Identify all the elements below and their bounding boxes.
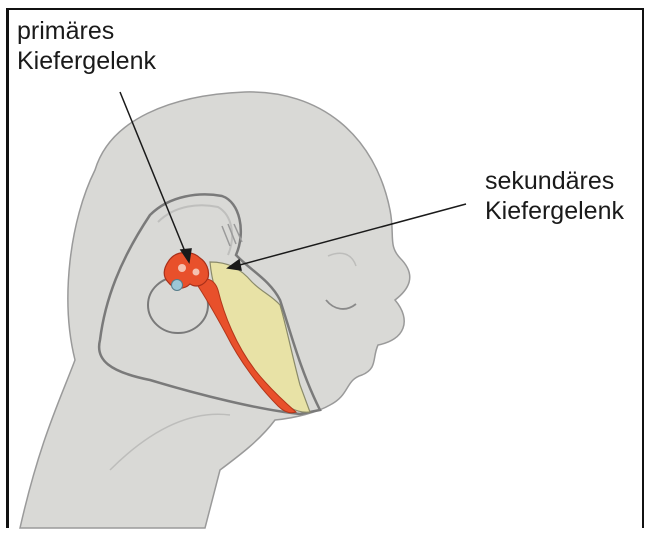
ossicle-hole-1 <box>178 264 186 272</box>
label-primary-line2: Kiefergelenk <box>17 47 156 75</box>
ossicle-hole-2 <box>193 269 200 276</box>
label-secondary-line2: Kiefergelenk <box>485 197 624 225</box>
label-primary-joint: primäres Kiefergelenk <box>17 16 156 76</box>
blue-ossicle <box>172 280 183 291</box>
label-primary-line1: primäres <box>17 17 114 45</box>
label-secondary-line1: sekundäres <box>485 167 614 195</box>
label-secondary-joint: sekundäres Kiefergelenk <box>485 166 624 226</box>
